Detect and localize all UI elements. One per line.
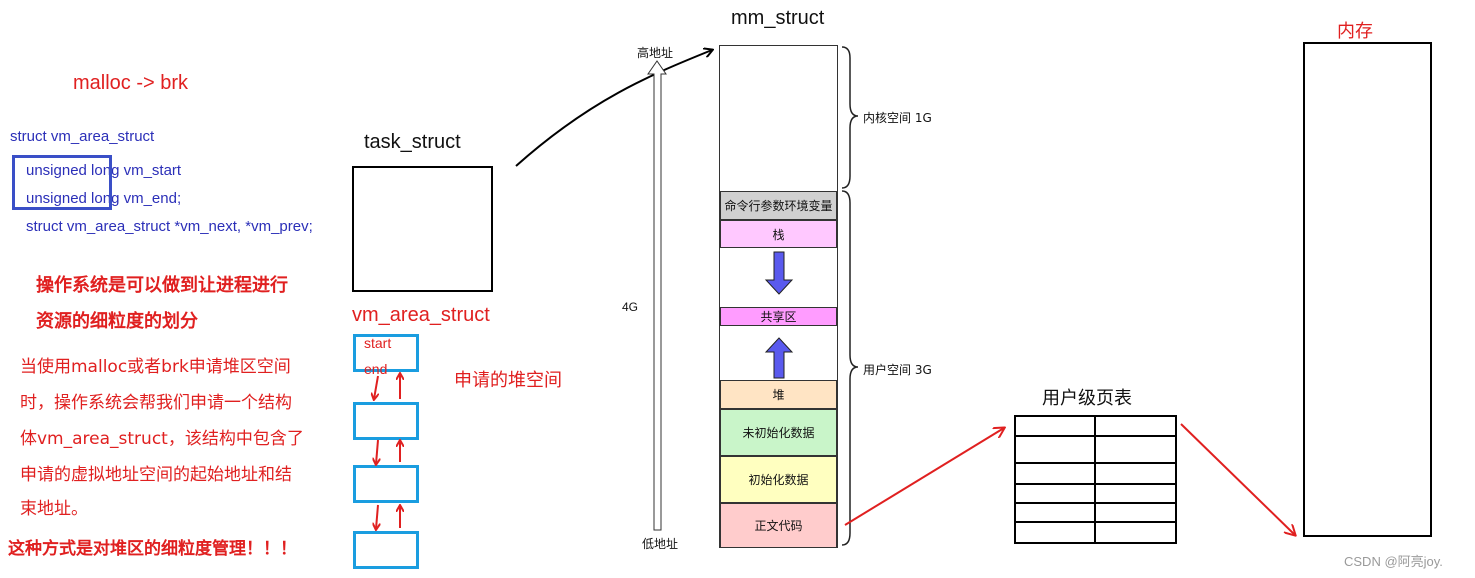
bold-note-2: 资源的细粒度的划分: [36, 311, 198, 332]
stack-grow-arrow: [764, 251, 794, 295]
task-struct-box: [352, 166, 493, 292]
field-vm-end: unsigned long vm_end;: [26, 190, 182, 207]
vma-link-arrows: [374, 374, 400, 529]
vm-area-struct-label: vm_area_struct: [352, 304, 490, 326]
bottom-note: 这种方式是对堆区的细粒度管理！！！: [8, 539, 297, 559]
user-space-label: 用户空间 3G: [863, 363, 932, 377]
page-table-title: 用户级页表: [1042, 388, 1132, 409]
segment-args-env: 命令行参数环境变量: [720, 191, 837, 220]
memory-title: 内存: [1337, 21, 1373, 42]
text-to-pagetable-arrow: [844, 428, 1004, 526]
kernel-brace: [841, 46, 859, 189]
high-address-label: 高地址: [637, 46, 674, 60]
low-address-label: 低地址: [642, 537, 679, 551]
highlight-box: [12, 155, 112, 210]
para-line-3: 体vm_area_struct，该结构中包含了: [20, 429, 304, 449]
struct-header: struct vm_area_struct: [10, 128, 155, 145]
vma-node-4: [353, 531, 419, 569]
malloc-brk-title: malloc -> brk: [73, 72, 189, 94]
start-label: start: [364, 335, 392, 351]
task-struct-label: task_struct: [364, 131, 461, 153]
segment-text: 正文代码: [720, 503, 837, 548]
watermark: CSDN @阿亮joy.: [1344, 554, 1443, 569]
mm-struct-title: mm_struct: [731, 7, 825, 29]
task-to-mm-arrow: [515, 50, 712, 167]
field-links: struct vm_area_struct *vm_next, *vm_prev…: [26, 218, 313, 235]
vma-node-1: [353, 334, 419, 372]
pagetable-to-memory-arrow: [1180, 423, 1295, 535]
field-vm-start: unsigned long vm_start: [26, 162, 182, 179]
segment-heap: 堆: [720, 380, 837, 409]
end-label: end: [364, 361, 388, 377]
vma-node-3: [353, 465, 419, 503]
para-line-4: 申请的虚拟地址空间的起始地址和结: [20, 465, 292, 485]
address-axis-arrow: [647, 60, 667, 531]
para-line-1: 当使用malloc或者brk申请堆区空间: [20, 357, 291, 377]
heap-grow-arrow: [764, 337, 794, 379]
heap-note: 申请的堆空间: [454, 370, 562, 391]
size-4g-label: 4G: [622, 300, 639, 314]
para-line-2: 时，操作系统会帮我们申请一个结构: [20, 393, 292, 413]
segment-shared: 共享区: [720, 307, 837, 326]
para-line-5: 束地址。: [20, 499, 88, 519]
bold-note-1: 操作系统是可以做到让进程进行: [36, 275, 288, 296]
vma-node-2: [353, 402, 419, 440]
kernel-space-label: 内核空间 1G: [863, 111, 932, 125]
segment-data: 初始化数据: [720, 456, 837, 503]
segment-bss: 未初始化数据: [720, 409, 837, 456]
page-table-grid: [1015, 416, 1176, 543]
segment-stack: 栈: [720, 220, 837, 248]
memory-box: [1303, 42, 1432, 537]
user-brace: [841, 190, 859, 546]
